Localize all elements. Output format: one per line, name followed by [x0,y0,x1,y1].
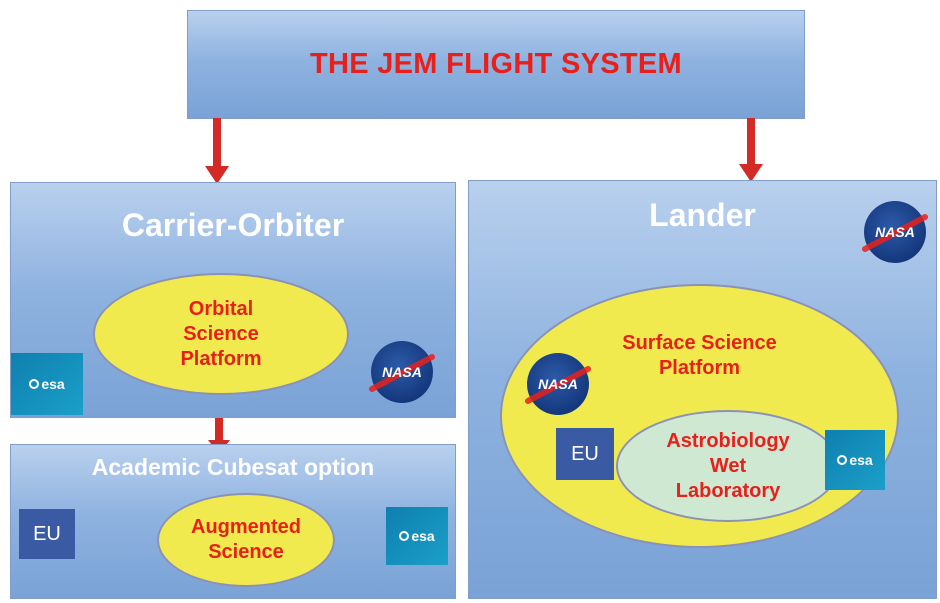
lander-heading: Lander [649,197,756,233]
eu-logo: EU [19,509,75,559]
arrow-to-lander [739,118,763,182]
title-box: THE JEM FLIGHT SYSTEM [187,10,805,119]
surface-line-2: Platform [658,357,741,379]
esa-logo-text: esa [41,376,65,392]
nasa-logo-text: NASA [538,376,578,392]
nasa-logo: NASA [371,341,433,403]
wet-lab-line-3: Laboratory [675,479,781,502]
nasa-logo: NASA [864,201,926,263]
augmented-line-2: Science [208,541,284,563]
carrier-orbiter-box: Carrier-Orbiter Orbital Science Platform… [10,182,456,418]
orbital-line-2: Science [183,322,259,345]
nasa-logo-text: NASA [382,364,422,380]
academic-cubesat-box: Academic Cubesat option EU Augmented Sci… [10,444,456,599]
nasa-logo: NASA [527,353,589,415]
esa-logo-text: esa [411,528,435,544]
arrow-to-carrier [205,118,229,184]
surface-line-1: Surface Science [622,332,777,354]
diagram-title: THE JEM FLIGHT SYSTEM [309,48,683,80]
esa-logo: esa [386,507,448,565]
esa-logo-text: esa [849,452,873,468]
orbital-line-1: Orbital [188,297,254,320]
wet-lab-line-1: Astrobiology [666,429,790,452]
orbital-line-3: Platform [180,347,262,370]
wet-lab-line-2: Wet [709,454,747,477]
nasa-logo-text: NASA [875,224,915,240]
orbital-science-platform: Orbital Science Platform [93,273,349,395]
augmented-science: Augmented Science [157,493,335,587]
esa-logo: esa [11,353,83,415]
esa-logo: esa [825,430,885,490]
eu-logo: EU [556,428,614,480]
lander-box: Lander NASA Surface Science Platform NAS… [468,180,937,599]
augmented-line-1: Augmented [191,516,301,538]
carrier-orbiter-heading: Carrier-Orbiter [121,207,345,243]
cubesat-heading: Academic Cubesat option [91,454,375,480]
astrobiology-wet-laboratory: Astrobiology Wet Laboratory [616,410,840,522]
